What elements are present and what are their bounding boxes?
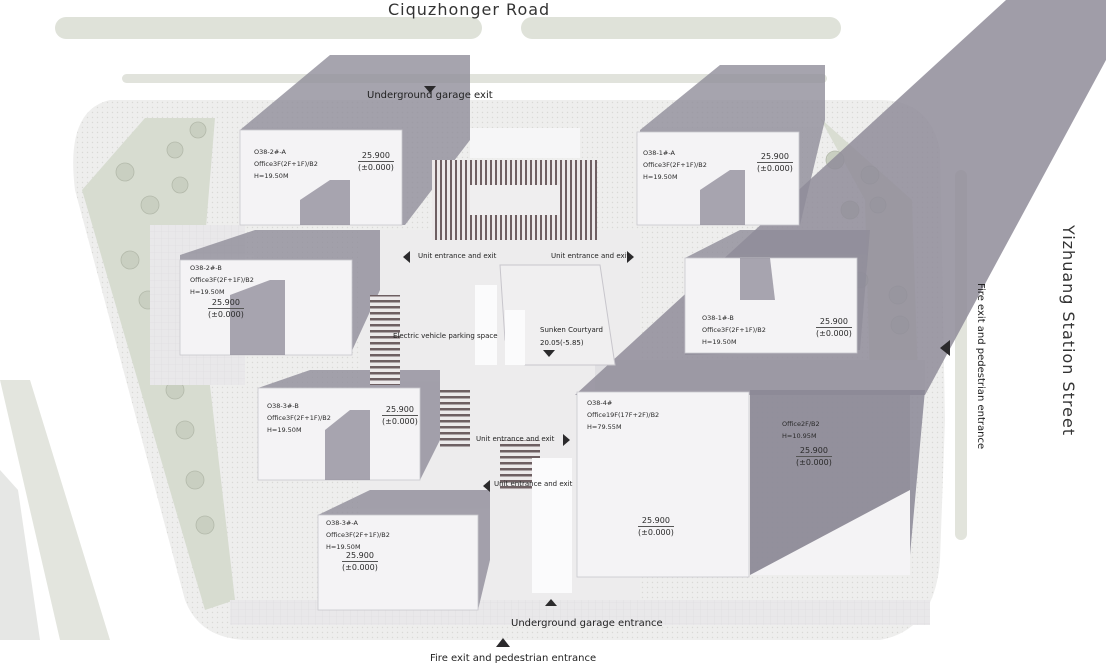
building-o38-3a-info: O38-3#-A Office3F(2F+1F)/B2 H=19.50M: [326, 517, 390, 553]
elevation-relative: (±0.000): [342, 563, 378, 572]
east-road-label: Yizhuang Station Street: [1059, 225, 1078, 437]
building-o38-1a-elevation: 25.900 (±0.000): [757, 151, 793, 174]
ev-parking-label: Electric vehicle parking space: [393, 332, 498, 340]
elevation-relative: (±0.000): [208, 310, 244, 319]
direction-arrows: [403, 86, 950, 647]
elevation-relative: (±0.000): [638, 528, 674, 537]
low-block-info: Office2F/B2 H=10.95M: [782, 418, 820, 442]
elevation-value: 25.900: [342, 550, 378, 562]
building-o38-3b-info: O38-3#-B Office3F(2F+1F)/B2 H=19.50M: [267, 400, 331, 436]
fire-exit-south-label: Fire exit and pedestrian entrance: [430, 653, 597, 664]
building-height: H=10.95M: [782, 432, 817, 440]
building-use: Office2F/B2: [782, 420, 820, 428]
ev-strip-2: [505, 310, 525, 365]
garage-exit-label: Underground garage exit: [367, 90, 493, 101]
elevation-value: 25.900: [382, 404, 418, 416]
sunken-courtyard: [499, 264, 616, 366]
elevation-value: 25.900: [208, 297, 244, 309]
elevation-relative: (±0.000): [757, 164, 793, 173]
building-height: H=79.55M: [587, 423, 622, 431]
building-o38-2a-info: O38-2#-A Office3F(2F+1F)/B2 H=19.50M: [254, 146, 318, 182]
building-id: O38-1#-A: [643, 149, 675, 157]
building-o38-1b-elevation: 25.900 (±0.000): [816, 316, 852, 339]
ev-strip: [475, 285, 497, 365]
elevation-relative: (±0.000): [382, 417, 418, 426]
elevation-value: 25.900: [757, 151, 793, 163]
building-o38-4-elevation: 25.900 (±0.000): [638, 515, 674, 538]
building-height: H=19.50M: [190, 288, 225, 296]
elevation-value: 25.900: [638, 515, 674, 527]
elevation-relative: (±0.000): [816, 329, 852, 338]
building-use: Office3F(2F+1F)/B2: [190, 276, 254, 284]
north-road-verges: [55, 17, 841, 83]
garage-entrance-label: Underground garage entrance: [511, 618, 663, 629]
building-use: Office3F(2F+1F)/B2: [326, 531, 390, 539]
building-use: Office3F(2F+1F)/B2: [702, 326, 766, 334]
sunken-courtyard-label: Sunken Courtyard: [540, 326, 603, 334]
unit-entrance-label-2: Unit entrance and exit: [551, 252, 630, 260]
building-id: O38-2#-B: [190, 264, 222, 272]
southwest-curb: [0, 470, 40, 640]
low-block-light: [750, 490, 910, 575]
building-use: Office19F(17F+2F)/B2: [587, 411, 660, 419]
elevation-value: 25.900: [816, 316, 852, 328]
low-block-elevation: 25.900 (±0.000): [796, 445, 832, 468]
building-use: Office3F(2F+1F)/B2: [643, 161, 707, 169]
building-id: O38-3#-B: [267, 402, 299, 410]
building-o38-3a-elevation: 25.900 (±0.000): [342, 550, 378, 573]
building-o38-2b-elevation: 25.900 (±0.000): [208, 297, 244, 320]
building-height: H=19.50M: [643, 173, 678, 181]
unit-entrance-label-1: Unit entrance and exit: [418, 252, 497, 260]
unit-entrance-label-3: Unit entrance and exit: [476, 435, 555, 443]
north-plaza-cap: [470, 128, 580, 158]
building-o38-1b-info: O38-1#-B Office3F(2F+1F)/B2 H=19.50M: [702, 312, 766, 348]
building-id: O38-3#-A: [326, 519, 358, 527]
elevation-relative: (±0.000): [796, 458, 832, 467]
building-id: O38-4#: [587, 399, 613, 407]
building-o38-2b-info: O38-2#-B Office3F(2F+1F)/B2 H=19.50M: [190, 262, 254, 298]
central-stair-stripes: [440, 390, 470, 450]
north-plaza-inner: [470, 185, 560, 215]
building-o38-4-info: O38-4# Office19F(17F+2F)/B2 H=79.55M: [587, 397, 659, 433]
building-o38-1a-info: O38-1#-A Office3F(2F+1F)/B2 H=19.50M: [643, 147, 707, 183]
unit-entrance-label-4: Unit entrance and exit: [494, 480, 573, 488]
building-use: Office3F(2F+1F)/B2: [254, 160, 318, 168]
building-o38-3b-elevation: 25.900 (±0.000): [382, 404, 418, 427]
elevation-value: 25.900: [796, 445, 832, 457]
south-ramp: [532, 458, 572, 593]
building-height: H=19.50M: [702, 338, 737, 346]
southwest-verge: [0, 380, 110, 640]
building-use: Office3F(2F+1F)/B2: [267, 414, 331, 422]
west-stair-stripes: [370, 295, 400, 385]
building-o38-2a-elevation: 25.900 (±0.000): [358, 150, 394, 173]
roof-steps: [230, 170, 775, 480]
building-height: H=19.50M: [254, 172, 289, 180]
elevation-relative: (±0.000): [358, 163, 394, 172]
fire-exit-east-label: Fire exit and pedestrian entrance: [975, 283, 986, 450]
building-id: O38-2#-A: [254, 148, 286, 156]
elevation-value: 25.900: [358, 150, 394, 162]
sunken-courtyard-level: 20.05(-5.85): [540, 339, 584, 347]
building-id: O38-1#-B: [702, 314, 734, 322]
building-height: H=19.50M: [326, 543, 361, 551]
north-road-label: Ciquzhonger Road: [388, 0, 551, 19]
building-height: H=19.50M: [267, 426, 302, 434]
